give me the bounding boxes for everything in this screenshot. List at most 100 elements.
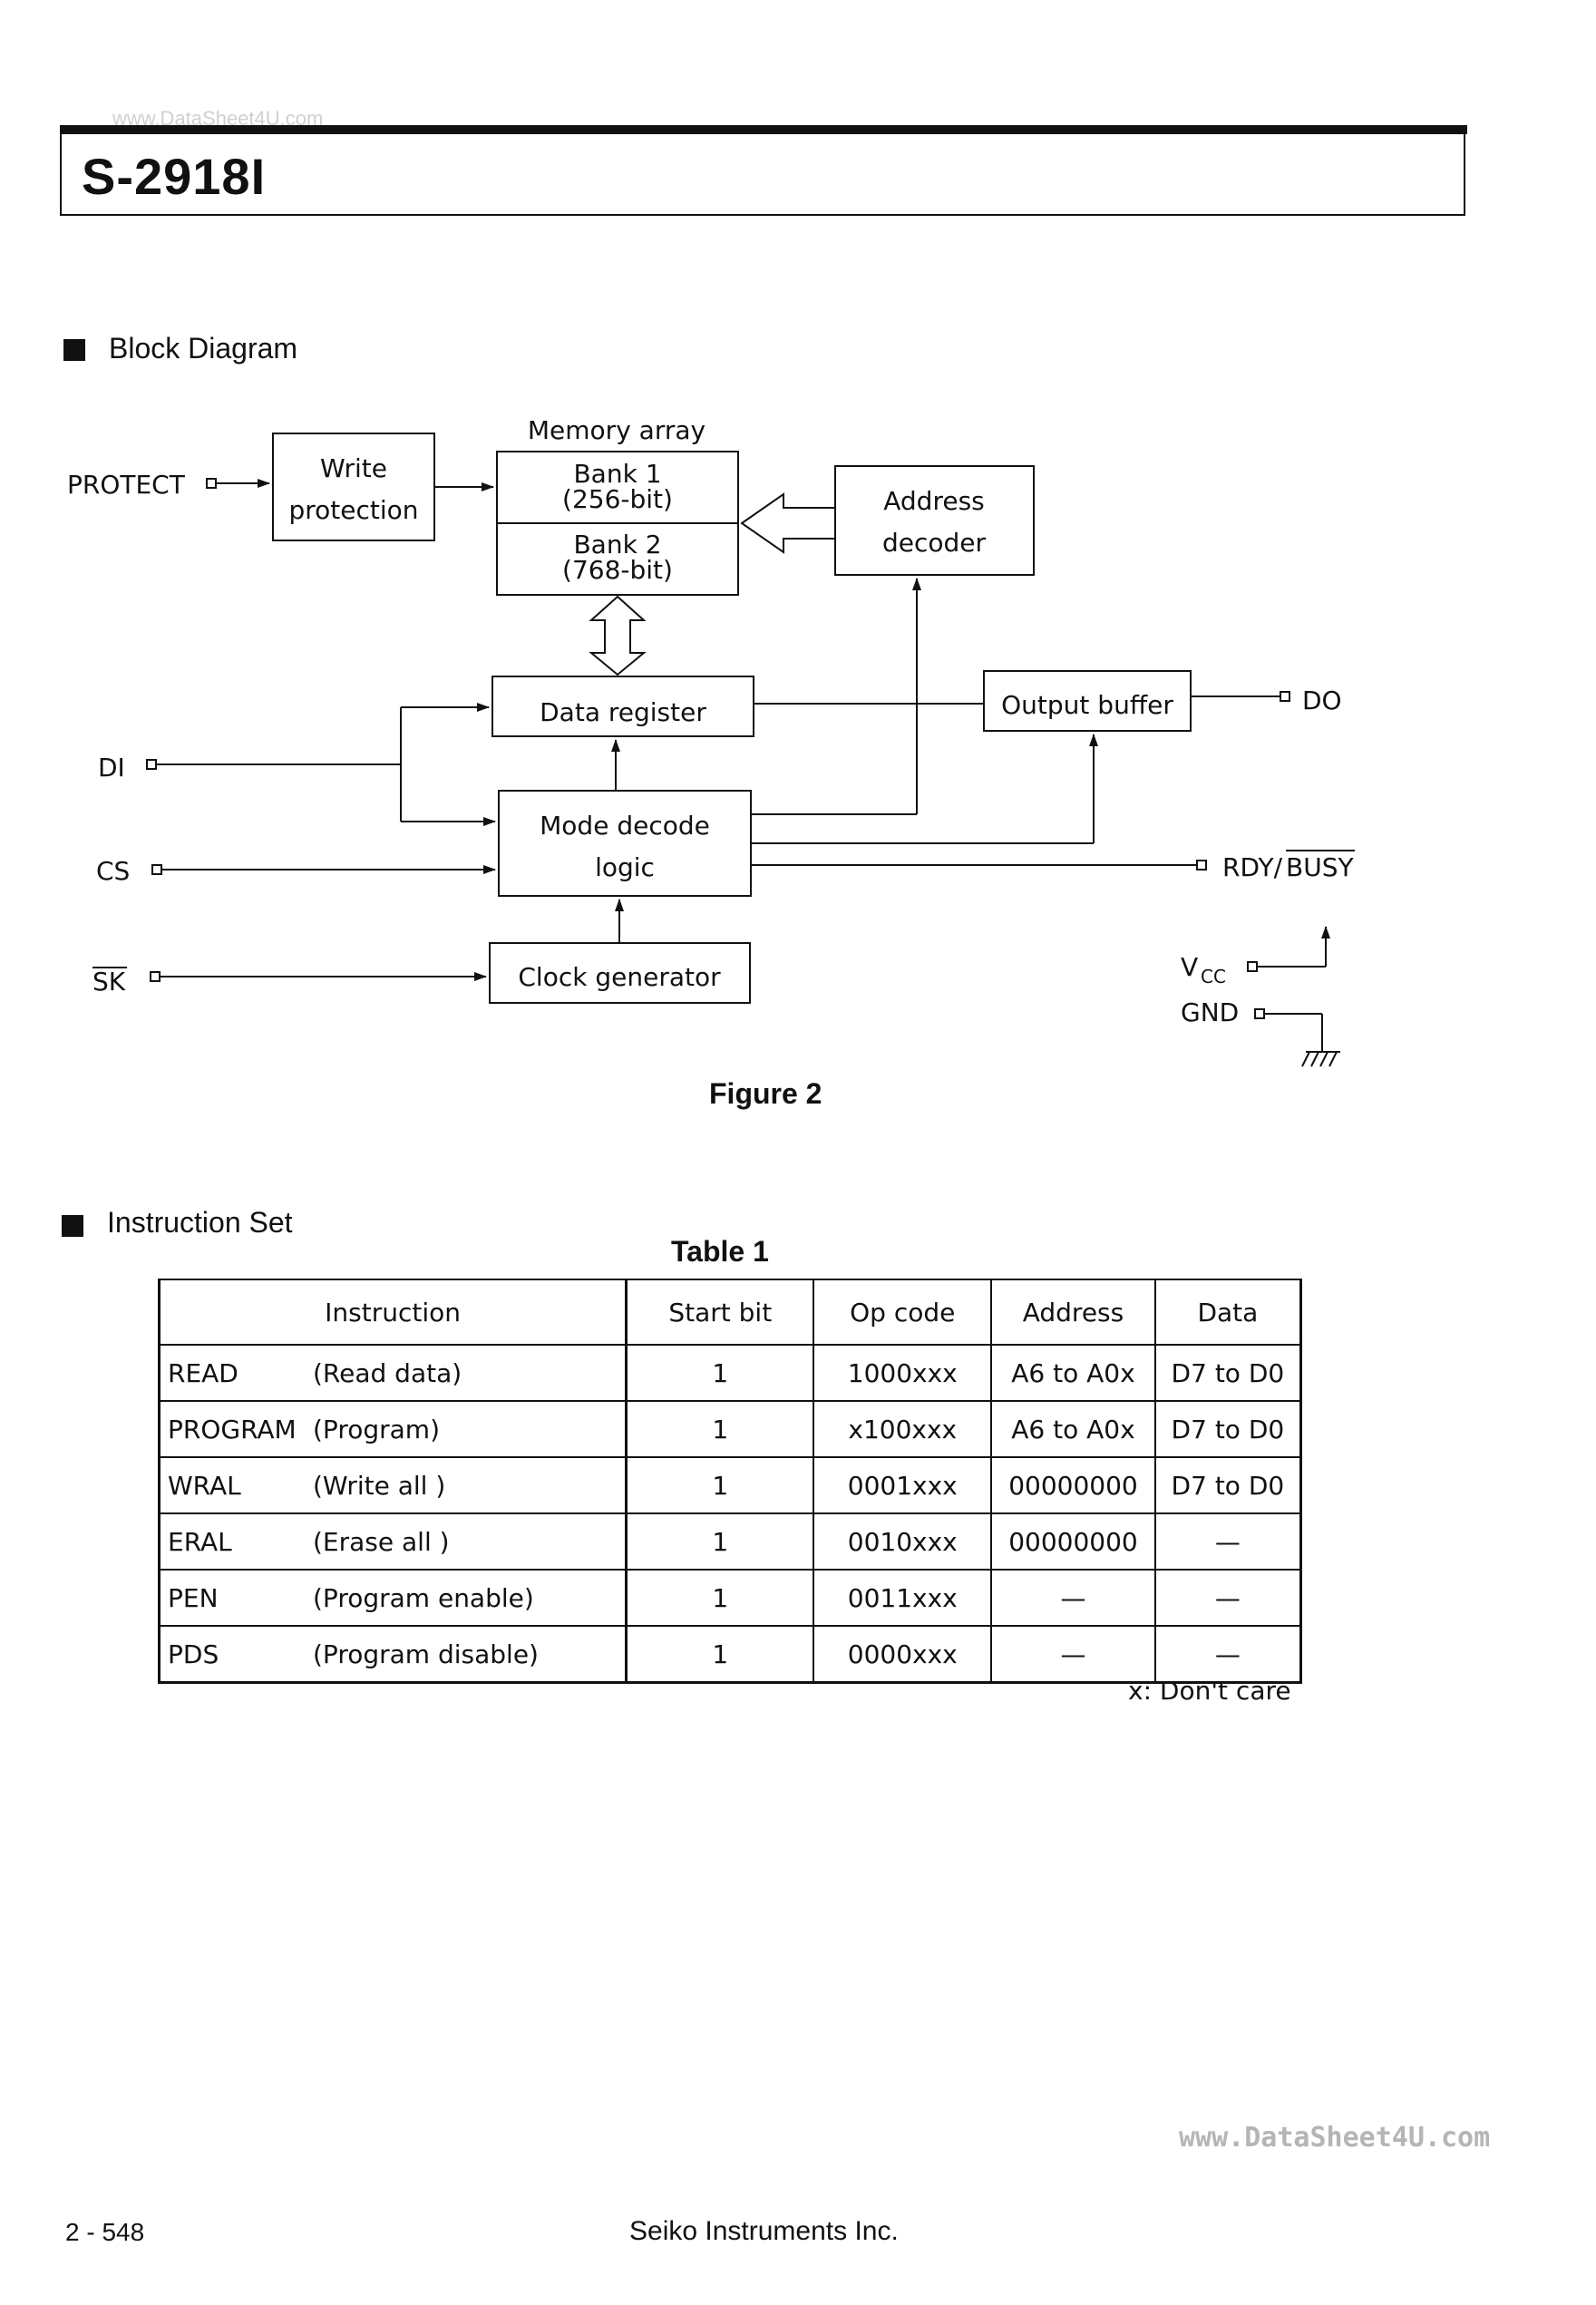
op-code-cell: 0001xxx (813, 1456, 993, 1514)
publisher-name: Seiko Instruments Inc. (629, 2216, 899, 2246)
instruction-description: (Program enable) (313, 1582, 534, 1613)
op-code-cell: 0010xxx (813, 1512, 993, 1571)
write-protection-label-1: Write (320, 453, 387, 483)
header-data: Data (1153, 1279, 1302, 1346)
data-cell: D7 to D0 (1153, 1344, 1302, 1402)
header-op-code: Op code (813, 1279, 993, 1346)
output-buffer-box (983, 670, 1192, 732)
instruction-description: (Program disable) (313, 1639, 539, 1669)
table-header-row: Instruction Start bit Op code Address Da… (158, 1279, 1302, 1346)
instruction-set-heading: Instruction Set (107, 1206, 293, 1239)
header-address: Address (990, 1279, 1156, 1346)
address-decoder-label-2: decoder (882, 528, 987, 558)
rdy-busy-pin-terminal (1196, 860, 1207, 870)
header-start-bit: Start bit (625, 1279, 815, 1346)
vcc-pin-label: V (1181, 952, 1198, 982)
address-decoder-box (834, 465, 1035, 576)
cs-pin-terminal (151, 864, 162, 875)
title-box (60, 125, 1465, 216)
do-pin-label: DO (1302, 686, 1342, 715)
data-register-label: Data register (540, 697, 706, 727)
data-cell: D7 to D0 (1153, 1400, 1302, 1458)
write-protection-label-2: protection (288, 495, 418, 525)
gnd-pin-terminal (1254, 1008, 1265, 1019)
op-code-cell: 1000xxx (813, 1344, 993, 1402)
bank1-label: Bank 1 (573, 459, 661, 489)
di-pin-label: DI (98, 753, 125, 783)
instruction-description: (Erase all ) (313, 1526, 450, 1557)
address-cell: — (990, 1625, 1156, 1684)
instruction-mnemonic: PEN (168, 1582, 219, 1613)
block-diagram: Memory array Bank 1 (256-bit) Bank 2 (76… (67, 415, 1355, 1067)
table-row: WRAL (Write all ) 1 0001xxx 00000000 D7 t… (158, 1456, 1302, 1514)
data-register-box (491, 676, 754, 737)
start-bit-cell: 1 (625, 1625, 815, 1684)
instruction-mnemonic: WRAL (168, 1470, 241, 1501)
instruction-mnemonic: READ (168, 1357, 238, 1388)
instruction-mnemonic: ERAL (168, 1526, 232, 1557)
page-title: S-2918I (82, 148, 267, 205)
address-cell: — (990, 1569, 1156, 1627)
address-cell: 00000000 (990, 1456, 1156, 1514)
data-bus-arrow (589, 595, 647, 676)
section-bullet-icon (62, 1215, 83, 1237)
clock-generator-label: Clock generator (518, 962, 721, 992)
rdy-pin-label: RDY/ (1222, 852, 1283, 882)
start-bit-cell: 1 (625, 1569, 815, 1627)
instruction-table: Instruction Start bit Op code Address Da… (158, 1279, 1302, 1684)
figure-caption: Figure 2 (709, 1077, 822, 1110)
op-code-cell: 0011xxx (813, 1569, 993, 1627)
instruction-mnemonic: PDS (168, 1639, 219, 1669)
op-code-cell: 0000xxx (813, 1625, 993, 1684)
table-caption: Table 1 (671, 1235, 769, 1268)
section-bullet-icon (63, 339, 85, 361)
vcc-pin-subscript: CC (1201, 966, 1226, 987)
cs-pin-label: CS (96, 856, 130, 886)
bank2-size: (768-bit) (562, 555, 673, 585)
vcc-pin-terminal (1247, 961, 1258, 972)
table-row: ERAL (Erase all ) 1 0010xxx 00000000 — (158, 1512, 1302, 1571)
data-cell: D7 to D0 (1153, 1456, 1302, 1514)
sk-pin-label: SK (92, 967, 126, 997)
data-cell: — (1153, 1512, 1302, 1571)
start-bit-cell: 1 (625, 1344, 815, 1402)
address-bus-arrow (740, 492, 835, 554)
data-cell: — (1153, 1569, 1302, 1627)
start-bit-cell: 1 (625, 1400, 815, 1458)
header-instruction: Instruction (158, 1279, 628, 1346)
table-footnote: x: Don't care (1128, 1676, 1291, 1706)
header-bar (60, 125, 1467, 134)
memory-array-label: Memory array (528, 415, 706, 445)
busy-pin-label: BUSY (1286, 852, 1354, 882)
address-decoder-label-1: Address (883, 486, 985, 516)
table-row: PDS (Program disable) 1 0000xxx — — (158, 1625, 1302, 1684)
protect-pin-terminal (206, 478, 217, 489)
instruction-description: (Write all ) (313, 1470, 446, 1501)
data-cell: — (1153, 1625, 1302, 1684)
op-code-cell: x100xxx (813, 1400, 993, 1458)
mode-decode-label-2: logic (595, 852, 655, 882)
mode-decode-label-1: Mode decode (540, 811, 710, 841)
gnd-pin-label: GND (1181, 997, 1239, 1027)
address-cell: 00000000 (990, 1512, 1156, 1571)
table-row: PEN (Program enable) 1 0011xxx — — (158, 1569, 1302, 1627)
instruction-mnemonic: PROGRAM (168, 1414, 297, 1444)
bank2-label: Bank 2 (573, 530, 661, 559)
address-cell: A6 to A0x (990, 1344, 1156, 1402)
block-diagram-heading: Block Diagram (109, 332, 298, 365)
table-row: READ (Read data) 1 1000xxx A6 to A0x D7 t… (158, 1344, 1302, 1402)
start-bit-cell: 1 (625, 1512, 815, 1571)
di-pin-terminal (146, 759, 157, 770)
watermark-bottom: www.DataSheet4U.com (1179, 2122, 1491, 2154)
start-bit-cell: 1 (625, 1456, 815, 1514)
page-number: 2 - 548 (65, 2218, 145, 2246)
output-buffer-label: Output buffer (1001, 690, 1173, 720)
bank1-size: (256-bit) (562, 484, 673, 514)
instruction-description: (Read data) (313, 1357, 462, 1388)
address-cell: A6 to A0x (990, 1400, 1156, 1458)
instruction-description: (Program) (313, 1414, 440, 1444)
table-row: PROGRAM (Program) 1 x100xxx A6 to A0x D7 … (158, 1400, 1302, 1458)
do-pin-terminal (1280, 691, 1290, 702)
sk-pin-terminal (150, 971, 161, 982)
protect-pin-label: PROTECT (67, 470, 186, 500)
